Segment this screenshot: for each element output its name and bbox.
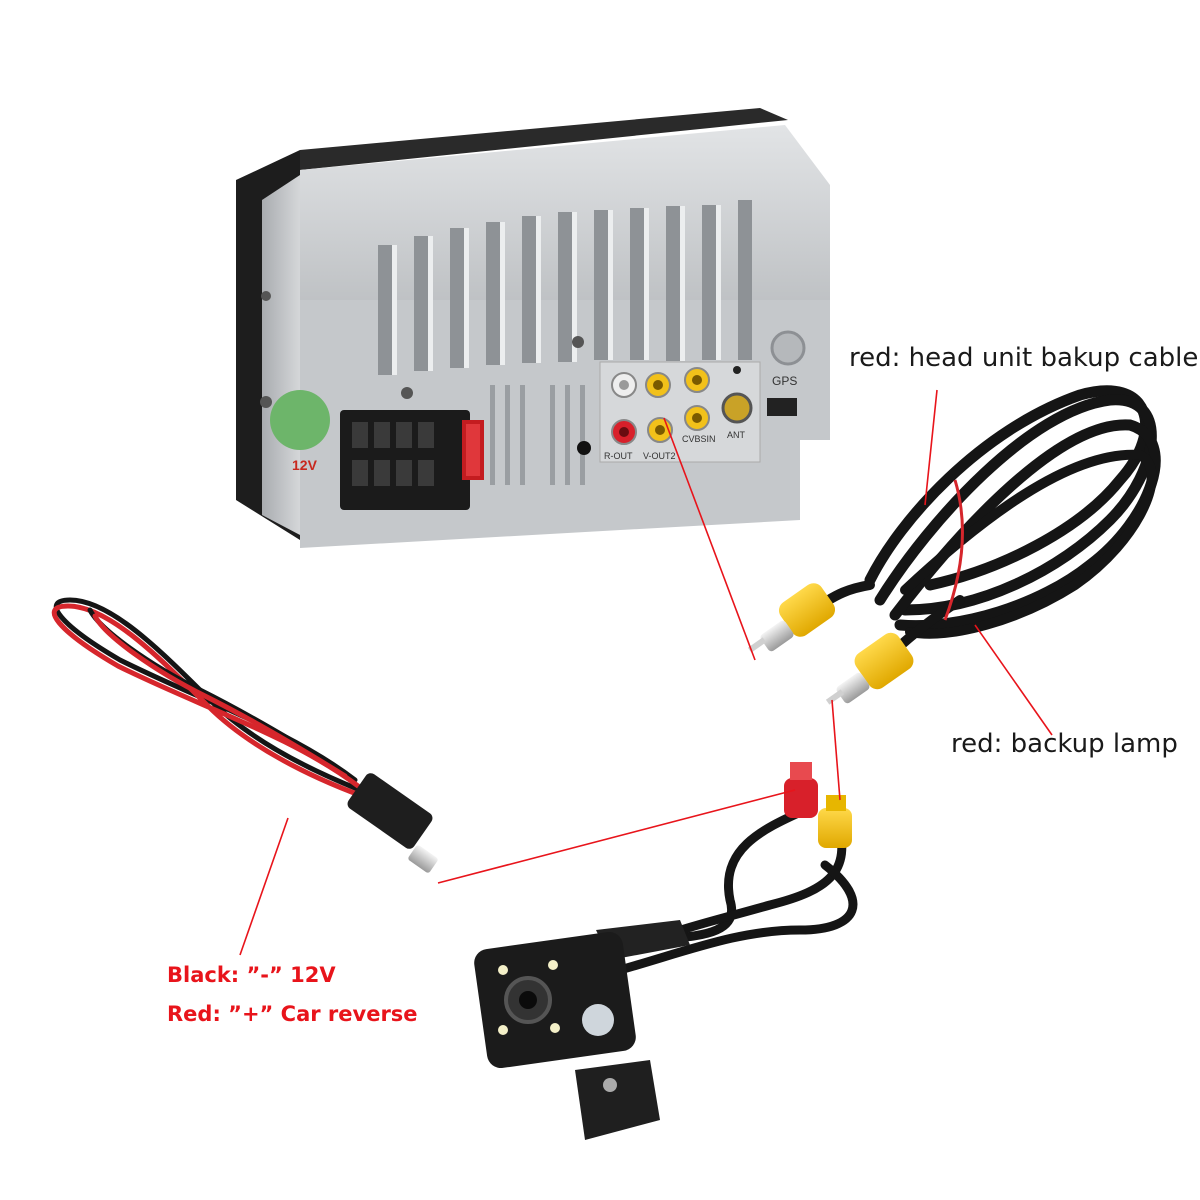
leader-backup-lamp [974,624,1053,736]
leader-head-unit-backup [924,389,938,506]
trigger-wire-red [943,479,964,621]
camera-rca-red [784,762,818,818]
leader-dc-to-camera [437,789,796,884]
head-unit-side-panel [262,175,300,535]
callout-backup-lamp: red: backup lamp [951,729,1178,759]
vent-slots [490,385,585,485]
rca-plug-yellow [747,583,836,653]
screw [572,336,584,348]
head-unit-top-edge [300,108,788,170]
annotation-lines [239,389,1053,956]
gps-label: GPS [772,374,797,388]
extension-cable-coil [815,385,1161,665]
leader-plug-to-camera [831,699,841,801]
power-note-red: Red: ”+” Car reverse [167,1002,418,1026]
camera-led [548,960,558,970]
voltage-sticker: 12V [270,390,330,473]
cooling-fins [378,200,752,375]
screw [260,396,272,408]
camera-led [498,965,508,975]
screw [261,291,271,301]
cvbs-in-label: CVBSIN [682,434,716,444]
rca-plug-yellow [825,632,914,705]
ant-label: ANT [727,430,746,440]
mic-jack [577,441,591,455]
dc-power-plug [347,773,438,873]
power-cable-coil [51,597,365,799]
screw [401,387,413,399]
rca-ports [611,367,710,445]
leader-power-note [239,817,289,956]
head-unit: 12V R-OUT V-OUT2 CVBSIN ANT [236,108,830,548]
camera-led [550,1023,560,1033]
camera-mount-bracket [575,1060,660,1140]
callout-head-unit-backup: red: head unit bakup cable [849,343,1199,373]
gps-port: GPS [767,330,806,416]
r-out-label: R-OUT [604,451,633,461]
antenna-port [721,392,753,424]
leader-cvbs-to-plug [663,417,756,661]
iso-connector [340,410,484,510]
camera-led [498,1025,508,1035]
power-note-black: Black: ”-” 12V [167,963,336,987]
svg-text:12V: 12V [292,457,318,473]
backup-camera [474,920,690,1140]
rca-port-panel: R-OUT V-OUT2 CVBSIN ANT [599,361,761,463]
v-out2-label: V-OUT2 [643,451,676,461]
camera-rca-yellow [818,795,852,848]
